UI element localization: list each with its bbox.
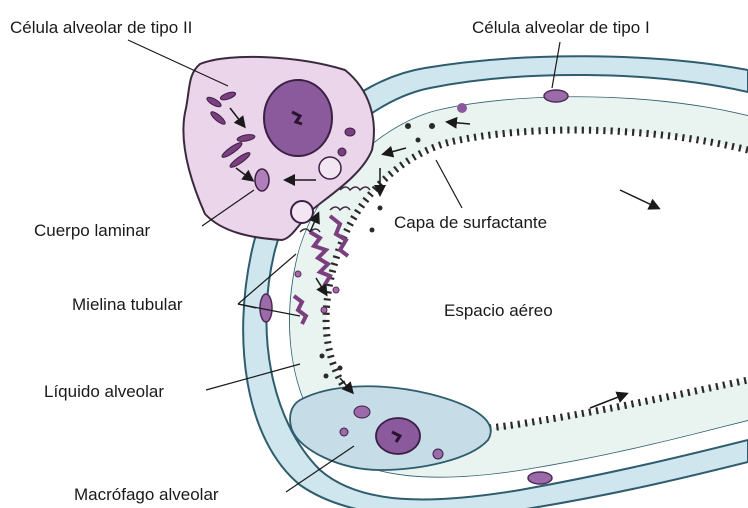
label-surfactant-layer: Capa de surfactante	[394, 213, 547, 232]
label-type1-cell: Célula alveolar de tipo I	[472, 18, 650, 37]
label-tubular-myelin: Mielina tubular	[72, 295, 183, 314]
wall-nucleus-bottom	[528, 472, 552, 484]
label-macrophage: Macrófago alveolar	[74, 485, 219, 504]
exocytosis-vesicle	[291, 201, 313, 223]
secretory-vesicle	[319, 157, 341, 179]
label-type2-cell: Célula alveolar de tipo II	[10, 18, 192, 37]
type1-cell-nucleus	[544, 90, 568, 102]
label-alveolar-fluid: Líquido alveolar	[44, 382, 164, 401]
label-lamellar-body: Cuerpo laminar	[34, 221, 151, 240]
label-air-space: Espacio aéreo	[444, 301, 553, 320]
lamellar-body	[255, 169, 269, 191]
surfactant-layer	[326, 130, 748, 430]
